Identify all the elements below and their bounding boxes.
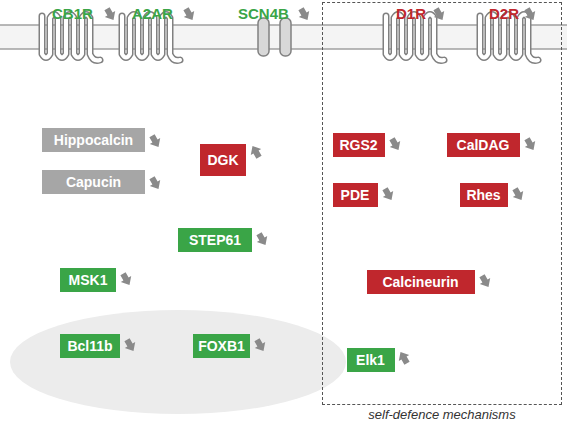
channel-symbol [258,18,291,56]
down-arrow-icon [254,231,271,248]
protein-name: STEP61 [189,232,241,248]
protein-name: Calcineurin [382,274,458,290]
protein-name: Hippocalcin [54,132,133,148]
down-arrow-icon [387,136,404,153]
down-arrow-icon [477,273,494,290]
down-arrow-icon [296,6,313,23]
protein-box: STEP61 [178,228,252,252]
protein-name: Capucin [66,174,121,190]
protein-name: MSK1 [69,272,108,288]
protein-box: RGS2 [333,133,385,157]
receptor-label: CB1R [52,5,93,22]
down-arrow-icon [431,6,448,23]
receptor-label: SCN4B [238,5,289,22]
protein-box: PDE [333,183,378,207]
down-arrow-icon [122,337,139,354]
protein-name: DGK [207,152,238,168]
protein-name: FOXB1 [198,338,245,354]
receptor-label: A2AR [132,5,173,22]
down-arrow-icon [147,133,164,150]
protein-name: RGS2 [339,137,377,153]
protein-box: Elk1 [347,348,395,372]
protein-box: DGK [200,144,246,176]
protein-name: CalDAG [457,137,510,153]
protein-box: Bcl11b [60,334,120,358]
down-arrow-icon [118,271,135,288]
protein-name: Bcl11b [67,338,112,354]
group-caption: self-defence mechanisms [323,407,561,422]
protein-name: PDE [341,187,370,203]
down-arrow-icon [147,175,164,192]
down-arrow-icon [522,6,539,23]
receptor-label: D1R [396,5,426,22]
protein-box: MSK1 [60,268,116,292]
up-arrow-icon [395,349,412,366]
protein-box: Capucin [42,170,145,194]
down-arrow-icon [102,6,119,23]
protein-box: FOXB1 [193,334,250,358]
dashed-group-box: self-defence mechanismsRGS2CalDAGPDERhes… [322,2,562,405]
receptor-label: D2R [489,5,519,22]
protein-box: CalDAG [447,133,520,157]
down-arrow-icon [380,186,397,203]
down-arrow-icon [252,337,269,354]
protein-name: Rhes [466,187,500,203]
nucleus-ellipse [10,310,346,414]
protein-box: Calcineurin [367,270,475,294]
protein-name: Elk1 [356,352,385,368]
down-arrow-icon [181,6,198,23]
protein-box: Rhes [460,183,508,207]
up-arrow-icon [247,143,264,160]
down-arrow-icon [510,186,527,203]
protein-box: Hippocalcin [42,128,145,152]
down-arrow-icon [522,136,539,153]
